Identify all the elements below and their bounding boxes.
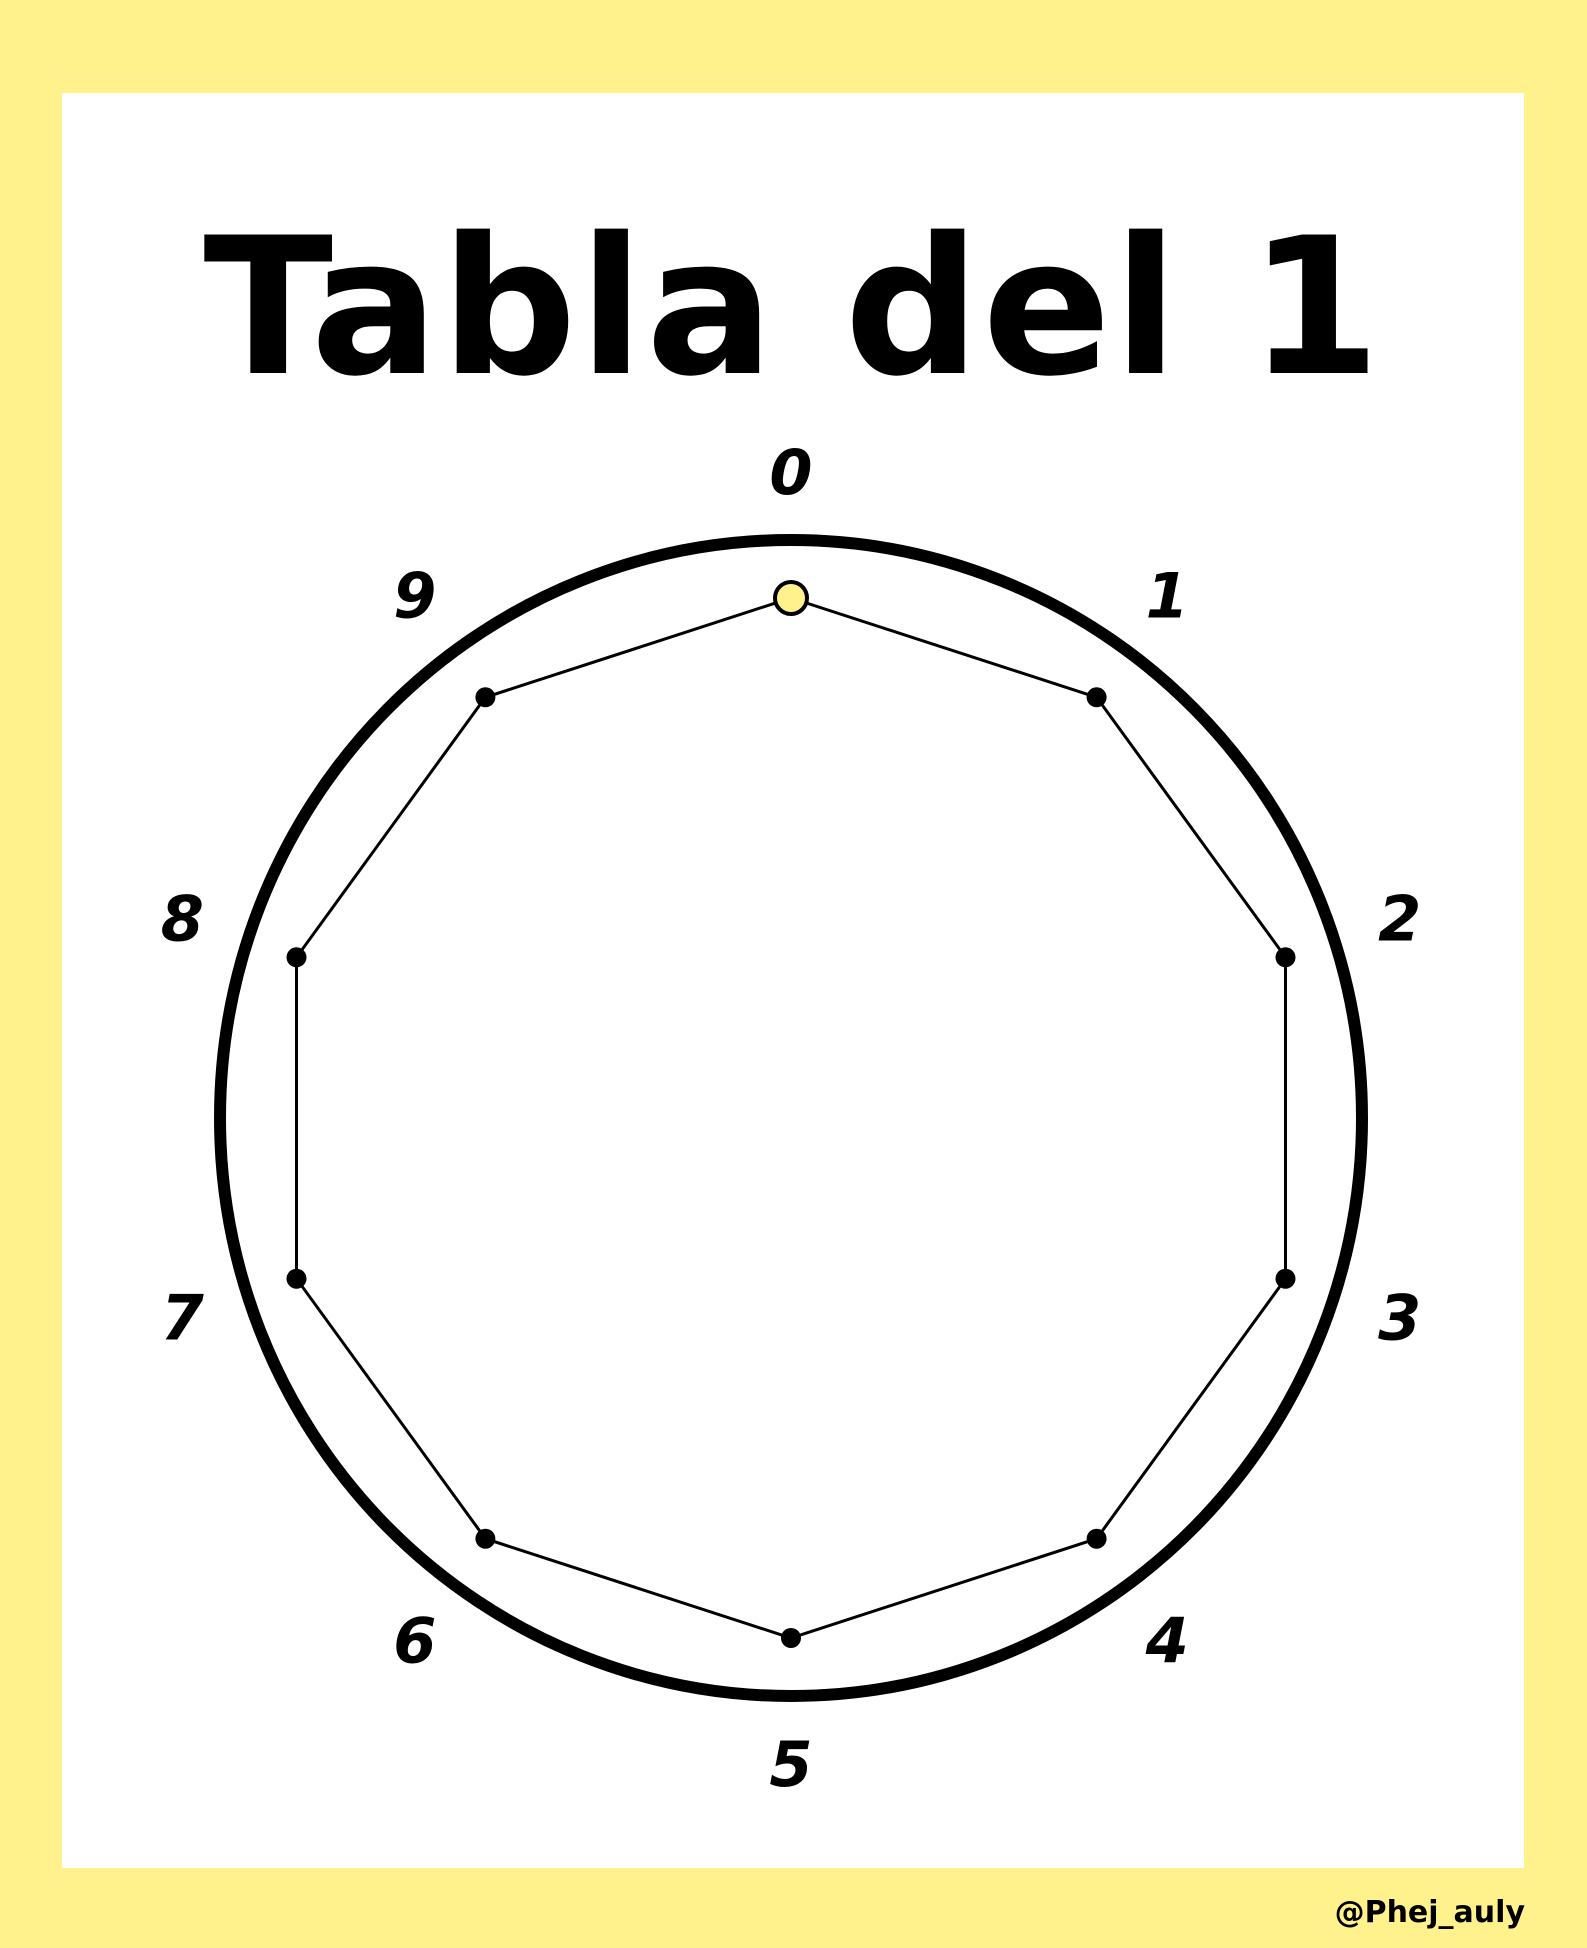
point-1 [1086,687,1107,708]
author-credit: @Phej_auly [1334,1895,1525,1930]
label-7: 7 [161,1282,205,1355]
label-2: 2 [1378,882,1421,955]
start-point [773,580,809,616]
point-6 [475,1528,496,1549]
worksheet: Tabla del 1 [62,93,1524,1868]
point-3 [1275,1268,1296,1289]
point-9 [475,687,496,708]
sequence-lines [295,596,1287,1640]
point-5 [781,1628,801,1648]
label-1: 1 [1146,559,1189,632]
label-6: 6 [393,1605,436,1678]
label-4: 4 [1145,1605,1189,1678]
number-labels: 0 1 2 3 4 5 6 7 8 9 [161,436,1422,1801]
point-4 [1086,1528,1107,1549]
label-8: 8 [161,882,204,955]
label-5: 5 [769,1728,812,1801]
label-3: 3 [1378,1282,1421,1355]
page-title: Tabla del 1 [203,197,1383,418]
point-8 [286,947,307,968]
label-0: 0 [769,436,812,509]
number-points [286,580,1296,1648]
point-7 [286,1268,307,1289]
sequence-path [295,596,1287,1640]
outer-circle [214,534,1368,1702]
point-2 [1275,947,1296,968]
label-9: 9 [393,559,436,632]
